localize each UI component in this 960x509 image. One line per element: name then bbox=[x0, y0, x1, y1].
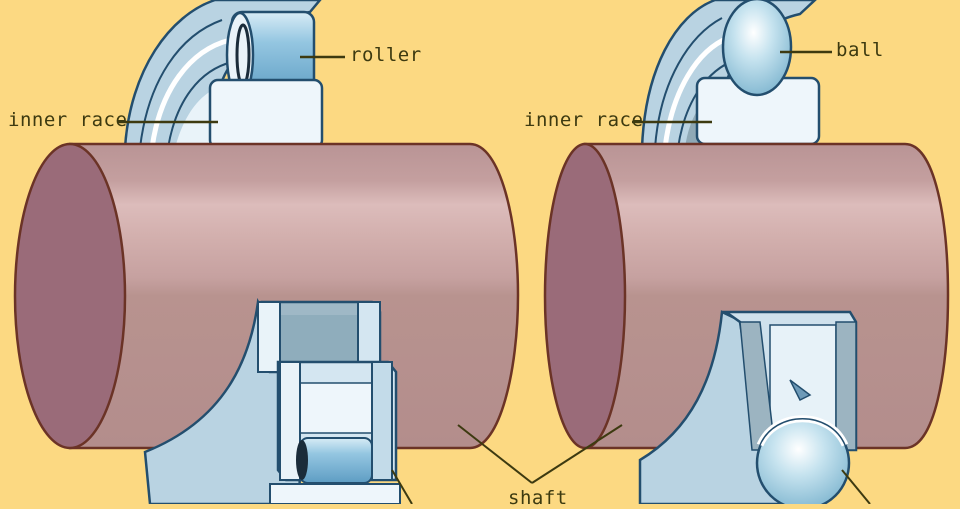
roller-bearing-panel bbox=[13, 0, 520, 504]
roller-bearing-cutaway bbox=[143, 297, 401, 504]
ball-bottom-leader bbox=[841, 469, 871, 504]
ball-bearing-panel bbox=[543, 0, 950, 504]
label-shaft: shaft bbox=[508, 487, 568, 509]
ball-bearing-cutaway bbox=[638, 310, 858, 504]
inner-race-top bbox=[208, 78, 324, 150]
shaft-left bbox=[13, 142, 520, 450]
label-inner-race-right: inner race bbox=[524, 109, 644, 131]
ball-top bbox=[721, 0, 793, 97]
label-ball: ball bbox=[836, 39, 884, 61]
shaft-leader bbox=[457, 424, 623, 484]
roller-bottom-leader bbox=[391, 469, 413, 504]
label-inner-race-left: inner race bbox=[8, 109, 128, 131]
label-roller: roller bbox=[350, 44, 422, 66]
